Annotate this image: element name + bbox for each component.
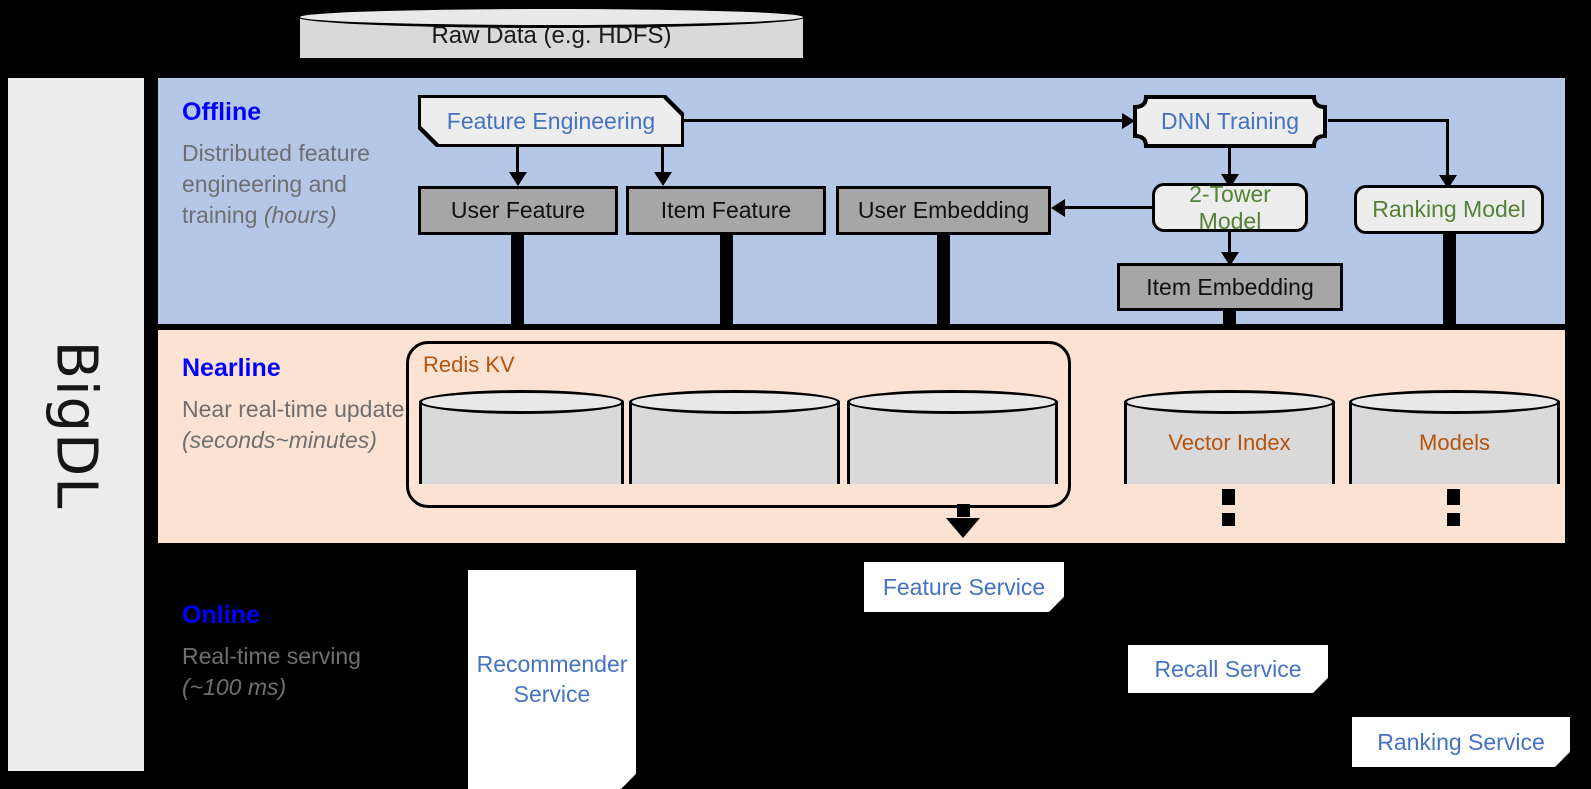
- offline-title: Offline: [182, 98, 262, 126]
- kv-store-3[interactable]: [847, 390, 1058, 495]
- arrowhead-redis-featureservice: [946, 518, 980, 538]
- ranking-model-node[interactable]: Ranking Model: [1354, 185, 1544, 234]
- offline-subtitle: Distributed feature engineering and trai…: [182, 138, 407, 230]
- user-embedding-node[interactable]: User Embedding: [836, 186, 1051, 235]
- nearline-title: Nearline: [182, 354, 281, 382]
- nearline-subtitle-main: Near real-time update: [182, 396, 405, 422]
- connector-fe-userfeature: [516, 147, 519, 175]
- nearline-subtitle: Near real-time update (seconds~minutes): [182, 394, 407, 456]
- connector-rawdata-fe: [548, 62, 553, 84]
- connector-dnn-twotower: [1228, 148, 1231, 178]
- arrowhead-fe-itemfeature: [654, 172, 672, 186]
- dnn-training-shape[interactable]: [1132, 95, 1328, 148]
- two-tower-model-node[interactable]: 2-Tower Model: [1152, 180, 1308, 234]
- feature-engineering-border: Feature Engineering: [418, 95, 684, 147]
- cylinder-top: [629, 390, 840, 414]
- redis-kv-container: [406, 341, 1071, 508]
- cylinder-top: [297, 6, 806, 28]
- redis-kv-label: Redis KV: [423, 352, 515, 377]
- pipe-redis-featureservice-seg1: [957, 504, 970, 517]
- vector-index-store[interactable]: Vector Index: [1124, 390, 1335, 495]
- connector-dnn-rankingmodel-v: [1446, 119, 1449, 179]
- kv-store-1[interactable]: [419, 390, 624, 495]
- offline-subtitle-main: Distributed feature engineering and trai…: [182, 140, 370, 228]
- item-feature-label: Item Feature: [660, 197, 792, 223]
- recommender-service-card[interactable]: Recommender Service: [468, 570, 636, 789]
- bigdl-framework-rail: BigDL: [8, 78, 144, 771]
- cylinder-top: [1124, 390, 1335, 414]
- pipe-vectorindex-recall-seg1: [1222, 489, 1235, 505]
- user-feature-label: User Feature: [450, 197, 586, 223]
- cylinder-body: [1124, 401, 1335, 484]
- recall-service-label: Recall Service: [1154, 655, 1302, 682]
- raw-data-label: Raw Data (e.g. HDFS): [431, 22, 672, 49]
- feature-service-card[interactable]: Feature Service: [864, 562, 1064, 612]
- pipe-vectorindex-recall-seg2: [1222, 513, 1235, 526]
- connector-twotower-userembedding: [1065, 206, 1153, 209]
- models-label: Models: [1419, 429, 1490, 455]
- raw-data-store: Raw Data (e.g. HDFS): [297, 6, 806, 66]
- arrowhead-twotower-itemembedding: [1221, 252, 1239, 266]
- feature-engineering-node[interactable]: Feature Engineering: [421, 98, 681, 144]
- offline-subtitle-em: (hours): [263, 201, 337, 228]
- arrowhead-fe-userfeature: [509, 172, 527, 186]
- item-feature-node[interactable]: Item Feature: [626, 186, 826, 235]
- recall-service-card[interactable]: Recall Service: [1128, 645, 1328, 693]
- models-store[interactable]: Models: [1349, 390, 1560, 495]
- connector-fe-itemfeature: [661, 147, 664, 175]
- connector-fe-dnn: [684, 119, 1125, 122]
- vector-index-label: Vector Index: [1168, 429, 1291, 455]
- item-embedding-label: Item Embedding: [1146, 273, 1314, 300]
- nearline-subtitle-em: (seconds~minutes): [182, 426, 377, 453]
- bigdl-label: BigDL: [43, 340, 109, 509]
- item-embedding-node[interactable]: Item Embedding: [1117, 263, 1343, 311]
- recommender-service-label-line2: Service: [513, 680, 591, 707]
- ranking-model-label: Ranking Model: [1372, 196, 1526, 222]
- recommender-service-label-line1: Recommender: [476, 651, 628, 678]
- connector-twotower-itemembedding: [1228, 232, 1231, 257]
- user-embedding-label: User Embedding: [857, 197, 1030, 223]
- cylinder-top: [419, 390, 624, 414]
- online-title: Online: [182, 601, 260, 629]
- ranking-service-label: Ranking Service: [1377, 728, 1545, 755]
- feature-service-label: Feature Service: [882, 573, 1046, 600]
- online-subtitle: Real-time serving (~100 ms): [182, 641, 407, 703]
- cylinder-top: [847, 390, 1058, 414]
- user-feature-node[interactable]: User Feature: [418, 186, 618, 235]
- dnn-training-node[interactable]: DNN Training: [1132, 95, 1328, 148]
- connector-dnn-rankingmodel-h: [1328, 119, 1448, 122]
- arrowhead-fe-dnn: [1122, 113, 1135, 129]
- pipe-models-ranking-seg1: [1447, 489, 1460, 505]
- online-subtitle-main: Real-time serving: [182, 643, 361, 669]
- cylinder-body: [629, 401, 840, 484]
- pipe-models-ranking-seg2: [1447, 513, 1460, 526]
- dnn-training-label: DNN Training: [1160, 108, 1300, 134]
- two-tower-model-label: 2-Tower Model: [1189, 180, 1271, 234]
- cylinder-body: [1349, 401, 1560, 484]
- feature-engineering-label: Feature Engineering: [446, 107, 656, 134]
- online-subtitle-em: (~100 ms): [182, 673, 287, 700]
- ranking-service-card[interactable]: Ranking Service: [1352, 717, 1570, 767]
- cylinder-top: [1349, 390, 1560, 414]
- cylinder-body: [419, 401, 624, 484]
- online-band: Online Real-time serving (~100 ms): [158, 549, 1565, 789]
- kv-store-2[interactable]: [629, 390, 840, 495]
- cylinder-body: [847, 401, 1058, 484]
- arrowhead-twotower-userembedding: [1051, 199, 1065, 217]
